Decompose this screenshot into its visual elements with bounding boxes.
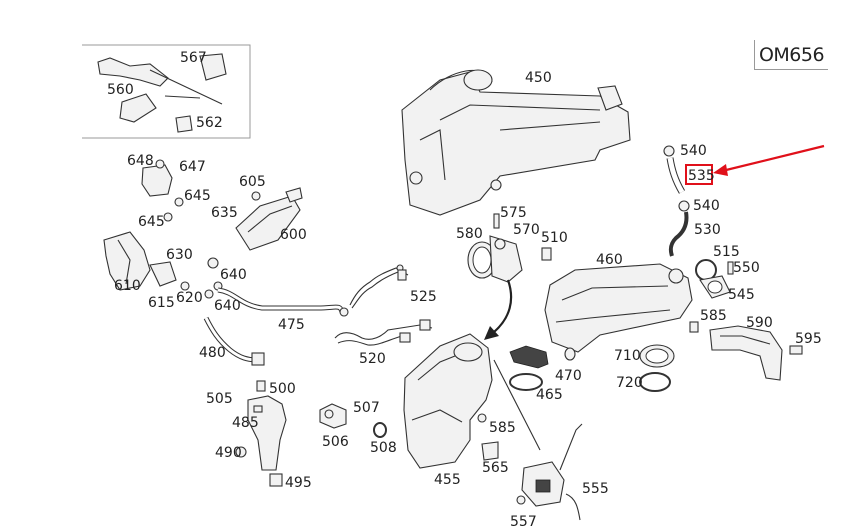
label-605: 605 [239,174,266,190]
part-475-pipe [217,287,349,317]
label-645: 645 [138,214,165,230]
label-480: 480 [199,345,226,361]
label-565: 565 [482,460,509,476]
label-567: 567 [180,50,207,66]
label-540: 540 [693,198,720,214]
part-515-clamp [695,259,734,299]
label-585: 585 [700,308,727,324]
direction-arrow [484,279,513,340]
label-500: 500 [269,381,296,397]
label-610: 610 [114,278,141,294]
label-495: 495 [285,475,312,491]
part-565-bracket [477,413,499,461]
label-720: 720 [616,375,643,391]
inset-box-bracket-assembly [82,44,251,139]
label-710: 710 [614,348,641,364]
label-630: 630 [166,247,193,263]
label-585: 585 [489,420,516,436]
label-560: 560 [107,82,134,98]
label-506: 506 [322,434,349,450]
label-647: 647 [179,159,206,175]
label-635: 635 [211,205,238,221]
label-475: 475 [278,317,305,333]
label-450: 450 [525,70,552,86]
part-610-bracket [103,231,214,299]
label-515: 515 [713,244,740,260]
label-460: 460 [596,252,623,268]
label-540: 540 [680,143,707,159]
label-550: 550 [733,260,760,276]
engine-code-label: OM656 [754,40,828,70]
label-570: 570 [513,222,540,238]
part-455-housing [403,333,493,469]
label-525: 525 [410,289,437,305]
label-575: 575 [500,205,527,221]
label-648: 648 [127,153,154,169]
part-710-ring [639,344,675,392]
label-505: 505 [206,391,233,407]
part-600-heat-shield [235,187,303,251]
highlight-arrowhead [713,164,728,176]
part-647-sensor [141,159,184,222]
label-590: 590 [746,315,773,331]
label-510: 510 [541,230,568,246]
part-460-catalyst [544,263,693,361]
highlight-box [685,164,713,185]
label-562: 562 [196,115,223,131]
label-557: 557 [510,514,537,530]
label-555: 555 [582,481,609,497]
label-545: 545 [728,287,755,303]
label-620: 620 [176,290,203,306]
label-600: 600 [280,227,307,243]
label-520: 520 [359,351,386,367]
label-535: 535 [688,168,715,184]
part-635-pipe [184,203,223,291]
part-470-gasket [509,345,549,391]
label-530: 530 [694,222,721,238]
label-580: 580 [456,226,483,242]
label-640: 640 [214,298,241,314]
label-615: 615 [148,295,175,311]
part-590-bracket [689,321,803,381]
label-485: 485 [232,415,259,431]
part-525-sensor-line [349,264,409,309]
label-470: 470 [555,368,582,384]
part-555-sensor [493,359,583,521]
label-640: 640 [220,267,247,283]
label-507: 507 [353,400,380,416]
label-490: 490 [215,445,242,461]
part-450-dpf-assembly [401,69,631,216]
label-645: 645 [184,188,211,204]
part-520-sensor-line [334,319,433,346]
part-485-bracket [235,380,287,487]
highlight-arrow [721,144,825,173]
label-465: 465 [536,387,563,403]
part-535-connector-pipe [663,145,690,257]
label-508: 508 [370,440,397,456]
label-455: 455 [434,472,461,488]
label-595: 595 [795,331,822,347]
part-506-sensor [319,403,387,438]
part-570-clamp [467,213,552,283]
part-480-pipe [203,316,265,366]
